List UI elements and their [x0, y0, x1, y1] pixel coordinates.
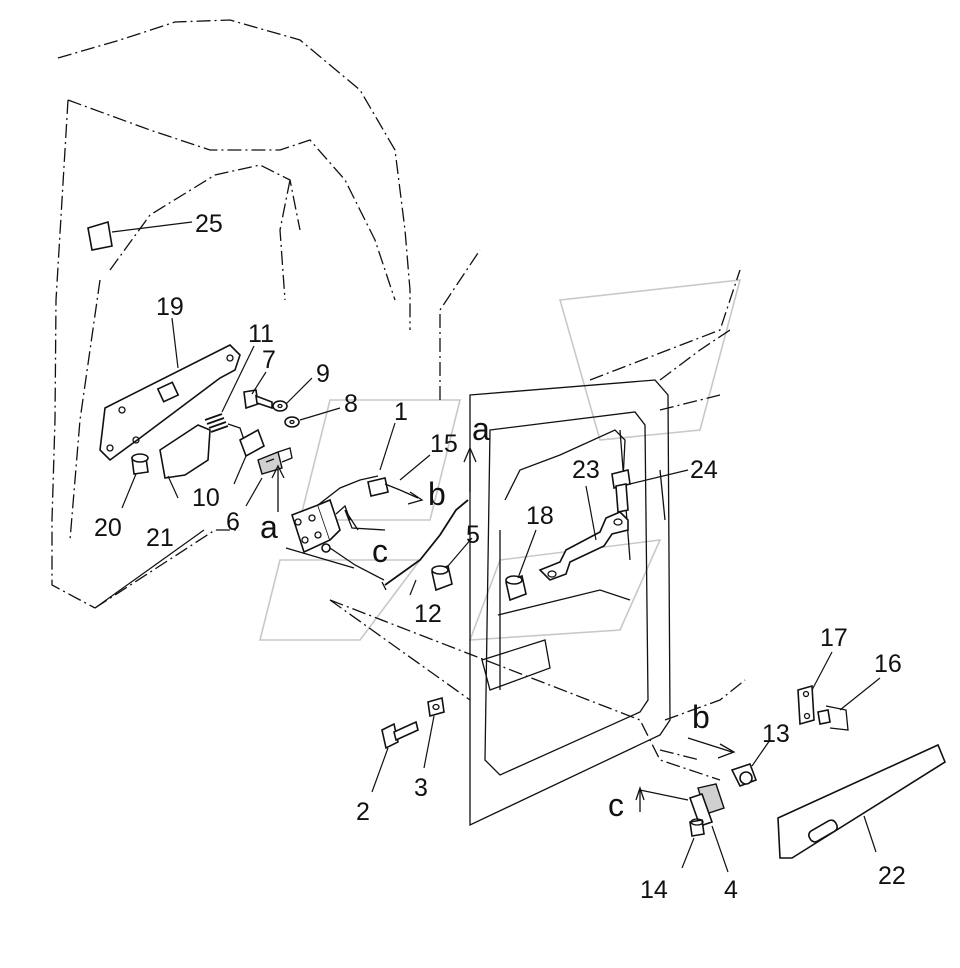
label-21: 21 — [146, 524, 174, 552]
door-panel — [469, 379, 671, 827]
label-8: 8 — [344, 390, 358, 418]
part-5-bushing — [431, 564, 453, 592]
label-25: 25 — [195, 210, 223, 238]
label-22: 22 — [878, 862, 906, 890]
part-15-connector — [367, 477, 401, 497]
part-1-lock — [291, 475, 379, 554]
label-10: 10 — [192, 484, 220, 512]
leader-lines — [94, 221, 881, 873]
part-13 — [730, 762, 758, 788]
part-25 — [87, 220, 113, 251]
label-14: 14 — [640, 876, 668, 904]
part-24-bolt — [611, 469, 631, 513]
label-18: 18 — [526, 502, 554, 530]
part-18-bushing — [505, 574, 527, 602]
part-20-grommet — [131, 453, 149, 475]
part-21 — [159, 424, 211, 479]
label-15: 15 — [430, 430, 458, 458]
letter-c-mid: c — [372, 533, 388, 569]
part-11-spring — [204, 413, 245, 441]
part-14 — [689, 818, 705, 837]
label-3: 3 — [414, 774, 428, 802]
letter-c-right: c — [608, 787, 624, 823]
part-22-seal — [777, 743, 946, 859]
part-12-rod — [329, 499, 469, 591]
part-9-washer — [272, 400, 288, 412]
reference-arrows — [271, 446, 736, 812]
label-24: 24 — [690, 456, 718, 484]
door-dashlines — [329, 269, 746, 761]
label-13: 13 — [762, 720, 790, 748]
letter-a-top: a — [472, 411, 490, 447]
part-labels: 25 19 11 7 9 8 1 15 10 6 20 21 12 5 18 2… — [94, 210, 906, 904]
label-4: 4 — [724, 876, 738, 904]
label-5: 5 — [466, 521, 480, 549]
part-17-plate — [797, 684, 815, 726]
letter-b-right: b — [692, 699, 710, 735]
letter-a-left: a — [260, 509, 278, 545]
part-16 — [817, 705, 849, 731]
label-20: 20 — [94, 514, 122, 542]
label-9: 9 — [316, 360, 330, 388]
reference-letters: a a b c b c — [260, 411, 710, 823]
part-4-striker — [688, 783, 725, 828]
label-6: 6 — [226, 508, 240, 536]
watermark — [258, 279, 742, 641]
part-3-nut — [427, 696, 445, 718]
label-17: 17 — [820, 624, 848, 652]
label-12: 12 — [414, 600, 442, 628]
label-23: 23 — [572, 456, 600, 484]
label-7: 7 — [262, 346, 276, 374]
part-6 — [257, 447, 293, 475]
letter-b-mid: b — [428, 476, 446, 512]
label-2: 2 — [356, 798, 370, 826]
label-16: 16 — [874, 650, 902, 678]
part-19-plate — [99, 344, 241, 462]
part-7-bolt — [243, 389, 273, 410]
label-1: 1 — [394, 398, 408, 426]
part-23-handle — [538, 511, 629, 581]
label-11: 11 — [248, 320, 274, 348]
part-10 — [239, 428, 265, 458]
part-2-screw — [381, 720, 419, 750]
label-19: 19 — [156, 293, 184, 321]
part-8-washer — [284, 416, 300, 428]
